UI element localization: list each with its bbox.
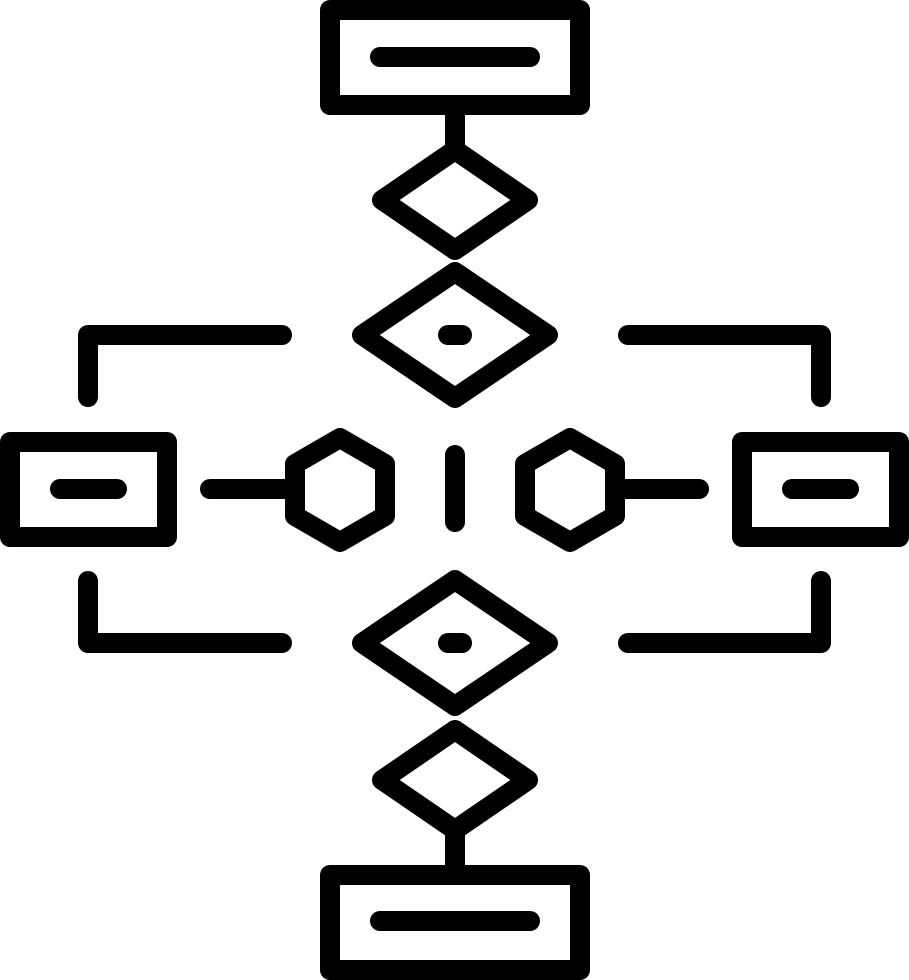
top-right-bracket <box>618 325 831 407</box>
top-left-bracket <box>78 325 292 407</box>
bottom-process-box <box>320 865 590 980</box>
bottom-right-bracket <box>618 571 831 653</box>
bottom-left-bracket <box>78 571 292 653</box>
top-small-decision-diamond <box>372 140 538 260</box>
right-process-box <box>732 432 909 547</box>
top-large-decision-diamond <box>352 262 558 408</box>
right-hexagon <box>515 428 625 552</box>
bottom-large-decision-diamond <box>352 570 558 716</box>
left-process-box <box>0 432 177 547</box>
left-hexagon <box>285 428 395 552</box>
